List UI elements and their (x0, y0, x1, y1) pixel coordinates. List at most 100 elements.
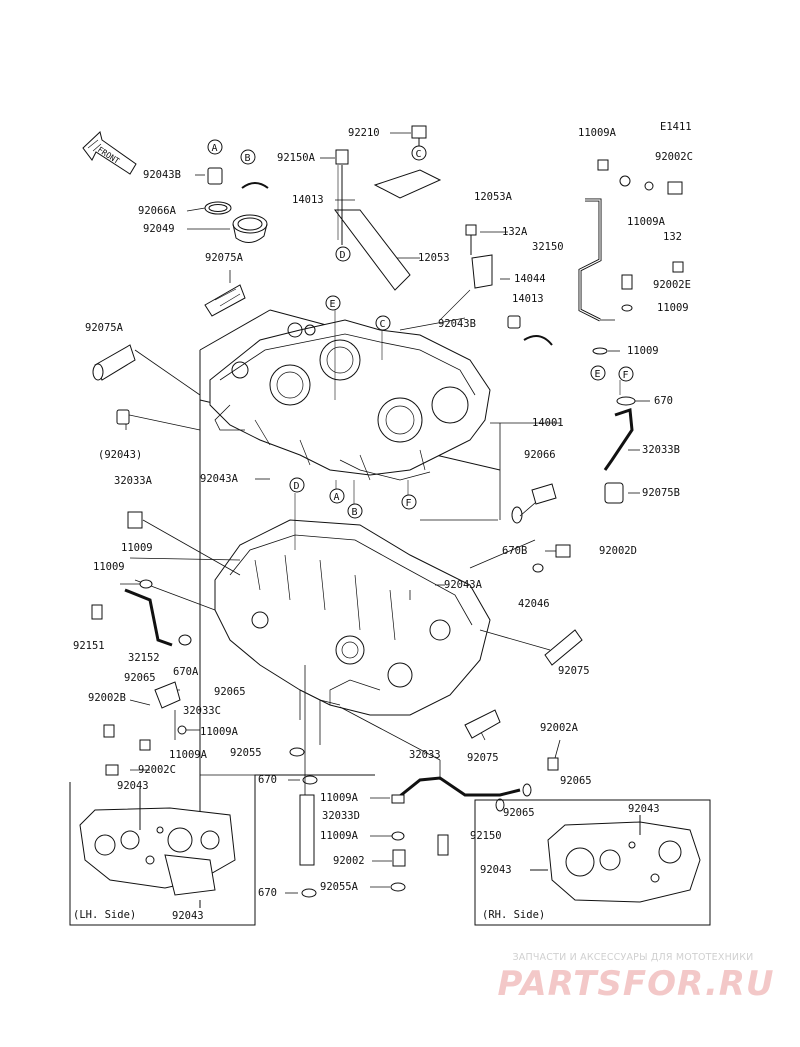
part-label: 92075B (642, 487, 680, 499)
part-label: 32150 (532, 241, 564, 253)
part-label: 11009A (578, 127, 616, 139)
svg-text:A: A (334, 492, 340, 503)
part-label: 92049 (143, 223, 175, 235)
part-label: 92043 (117, 780, 149, 792)
part-label: 12053 (418, 252, 450, 264)
callout-f-right: F (618, 366, 634, 382)
upper-crankcase (199, 309, 501, 815)
part-label: 92002E (653, 279, 691, 291)
callout-b-mid: B (347, 503, 363, 519)
part-label: 670 (654, 395, 673, 407)
lh-side-panel (69, 774, 375, 926)
part-label: 92043A (200, 473, 238, 485)
small-parts (91, 125, 684, 898)
svg-text:F: F (623, 370, 629, 381)
part-label: 92066 (524, 449, 556, 461)
part-label: 11009 (657, 302, 689, 314)
callout-e-right: E (590, 365, 606, 381)
part-label: 92002C (138, 764, 176, 776)
part-label: 11009 (121, 542, 153, 554)
lh-side-caption: (LH. Side) (73, 909, 137, 921)
part-label: 11009 (627, 345, 659, 357)
part-label: 14013 (292, 194, 324, 206)
part-label: 92002C (655, 151, 693, 163)
part-label: 92065 (560, 775, 592, 787)
part-label: 92055 (230, 747, 262, 759)
part-label: 670 (258, 774, 277, 786)
part-label: 92065 (214, 686, 246, 698)
watermark-tagline: ЗАПЧАСТИ И АКСЕССУАРЫ ДЛЯ МОТОТЕХНИКИ (512, 952, 754, 963)
watermark-logo: PARTSFOR.RU (497, 964, 775, 1004)
part-label: 32033 (409, 749, 441, 761)
part-label: 670 (258, 887, 277, 899)
callout-b-top: B (240, 149, 256, 165)
part-label: 11009A (200, 726, 238, 738)
part-label: 132 (663, 231, 682, 243)
rh-side-panel (474, 799, 711, 926)
part-label: 92002 (333, 855, 365, 867)
part-label: 11009 (93, 561, 125, 573)
part-label: 92043B (438, 318, 476, 330)
part-label: 92151 (73, 640, 105, 652)
part-label: 32033B (642, 444, 680, 456)
svg-text:B: B (245, 153, 251, 164)
part-label: 11009A (320, 830, 358, 842)
front-arrow-icon (82, 131, 137, 175)
part-label: 11009A (169, 749, 207, 761)
dashed-leaders (294, 165, 621, 550)
callout-c-mid: C (375, 315, 391, 331)
part-label: 42046 (518, 598, 550, 610)
part-label: 132A (502, 226, 528, 238)
part-label: 670A (173, 666, 199, 678)
part-label: 92002A (540, 722, 578, 734)
part-label: 14001 (532, 417, 564, 429)
part-label: 92075 (467, 752, 499, 764)
svg-text:A: A (212, 143, 218, 154)
svg-text:B: B (352, 507, 358, 518)
part-label: 92043 (628, 803, 660, 815)
svg-text:E: E (595, 369, 601, 380)
svg-text:C: C (416, 149, 422, 160)
rh-side-caption: (RH. Side) (482, 909, 546, 921)
part-label: 32033D (322, 810, 360, 822)
callout-c-top: C (411, 145, 427, 161)
part-label: 92002B (88, 692, 126, 704)
part-label: 32033A (114, 475, 152, 487)
callout-a-mid: A (329, 488, 345, 504)
svg-text:C: C (380, 319, 386, 330)
svg-text:E: E (330, 299, 336, 310)
part-label: 92075 (558, 665, 590, 677)
part-label: 92002D (599, 545, 637, 557)
callout-e-top: E (325, 295, 341, 311)
part-label: 92150 (470, 830, 502, 842)
svg-text:D: D (340, 250, 346, 261)
part-label: 92055A (320, 881, 358, 893)
lower-crankcase (214, 519, 491, 716)
callouts: A B C D E C E F D A B F (207, 139, 634, 519)
part-label: 92043A (444, 579, 482, 591)
part-label: 32033C (183, 705, 221, 717)
part-label: (92043) (98, 449, 143, 461)
part-label: 92075A (85, 322, 123, 334)
callout-a-top: A (207, 139, 223, 155)
svg-text:D: D (294, 481, 300, 492)
part-label: 92043 (172, 910, 204, 922)
part-label: 92066A (138, 205, 176, 217)
diagram-code: E1411 (660, 121, 692, 133)
part-label: 92210 (348, 127, 380, 139)
callout-d-top: D (335, 246, 351, 262)
part-label: 12053A (474, 191, 512, 203)
svg-text:F: F (406, 498, 412, 509)
part-label: 92043 (480, 864, 512, 876)
part-label: 32152 (128, 652, 160, 664)
part-label: 14044 (514, 273, 546, 285)
part-label: 92150A (277, 152, 315, 164)
part-label: 92043B (143, 169, 181, 181)
part-label: 11009A (627, 216, 665, 228)
part-label: 92065 (124, 672, 156, 684)
part-label: 92065 (503, 807, 535, 819)
part-label: 92075A (205, 252, 243, 264)
part-label: 670B (502, 545, 528, 557)
part-label: 14013 (512, 293, 544, 305)
